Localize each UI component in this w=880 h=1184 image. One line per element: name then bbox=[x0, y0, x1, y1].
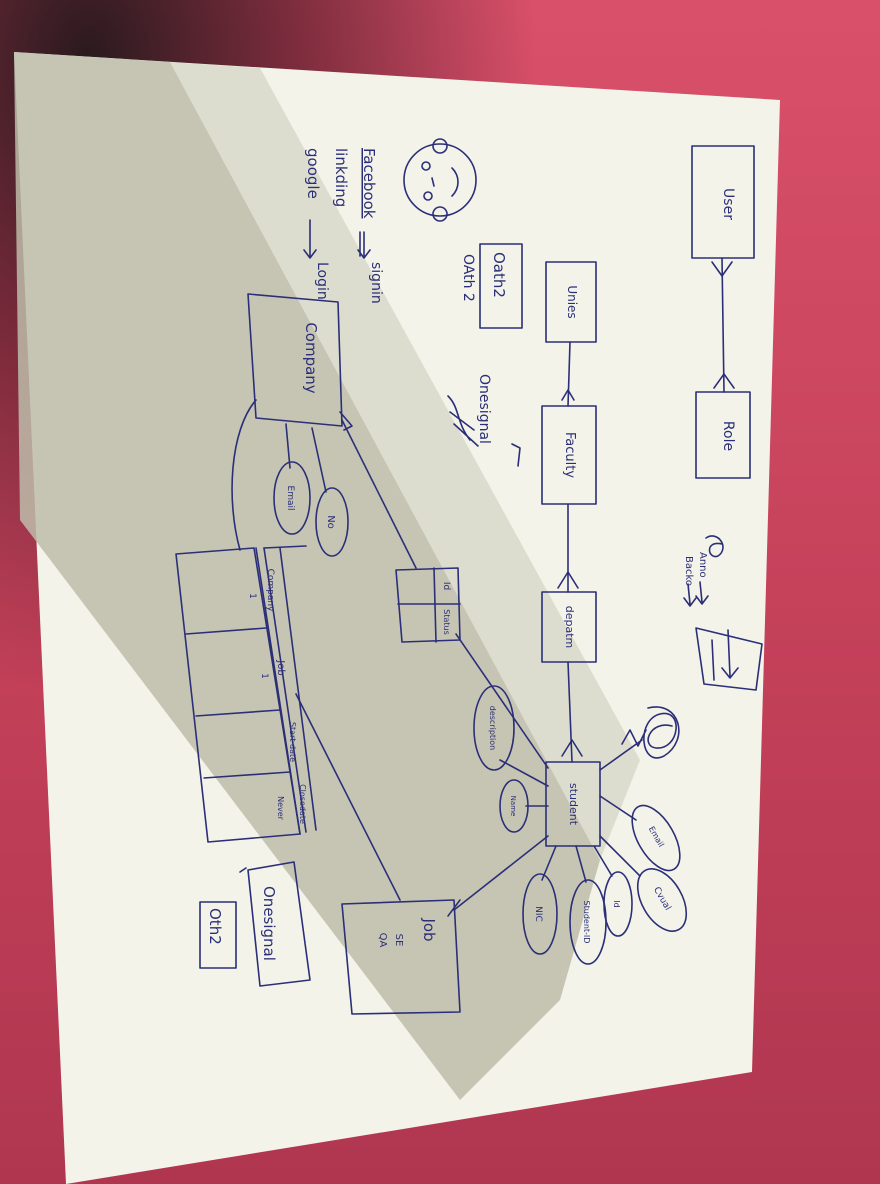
note-oth2-box: Oth2 bbox=[206, 908, 224, 945]
note-signin: signin bbox=[368, 262, 384, 304]
entity-student: student bbox=[545, 761, 601, 847]
small-table: Id Status bbox=[395, 567, 461, 643]
entity-unies-label: Unies bbox=[565, 285, 579, 318]
lower-left-notes: Onesignal Oth2 bbox=[199, 861, 311, 987]
note-onesignal: Onesignal bbox=[476, 374, 492, 444]
note-onesignal-box: Onesignal bbox=[260, 886, 278, 961]
entity-company: Company bbox=[247, 293, 343, 427]
entity-user: User bbox=[691, 145, 755, 259]
face-doodle bbox=[403, 138, 477, 222]
entity-unies: Unies bbox=[545, 261, 597, 343]
company-attr-no: No bbox=[325, 515, 336, 529]
entity-company-label: Company bbox=[302, 322, 320, 393]
note-linkding: linkding bbox=[332, 148, 350, 207]
social-login-notes: Facebook linkding google signin Login bbox=[303, 148, 384, 304]
note-backo: Backo bbox=[683, 556, 694, 586]
entity-department-label: depatm bbox=[563, 606, 576, 649]
oauth-notes: Oath2 OAth 2 Onesignal bbox=[447, 243, 523, 467]
company-attributes: Email No bbox=[273, 461, 349, 557]
note-oauth-box: Oath2 bbox=[490, 252, 508, 298]
arrow-notes: Anno Backo bbox=[683, 535, 763, 691]
big-table-h-job: Job bbox=[275, 659, 286, 675]
student-attr-student-id: Student-ID bbox=[582, 901, 591, 944]
student-attr-id: Id bbox=[612, 900, 621, 907]
big-table: Company Job Start date Closedate 1 1 Nev… bbox=[175, 545, 317, 843]
relationship-lines bbox=[231, 257, 735, 917]
note-anno: Anno bbox=[697, 552, 708, 578]
big-table-h-close: Closedate bbox=[298, 784, 307, 824]
entity-user-label: User bbox=[720, 188, 736, 220]
note-oauth-text: OAth 2 bbox=[460, 254, 476, 302]
entity-job: Job SE QA bbox=[341, 899, 461, 1015]
entity-faculty: Faculty bbox=[541, 405, 597, 505]
entity-student-label: student bbox=[567, 783, 580, 826]
big-table-h-start: Start date bbox=[288, 722, 297, 762]
big-table-h-company: Company bbox=[265, 569, 275, 612]
paper-shadow bbox=[14, 52, 600, 1100]
note-google: google bbox=[304, 148, 322, 199]
entity-role-label: Role bbox=[720, 421, 736, 451]
big-table-r1-job: 1 bbox=[259, 673, 269, 679]
job-attr-se: SE bbox=[393, 934, 404, 947]
small-table-id: Id bbox=[441, 582, 451, 590]
big-table-r1-close: Never bbox=[276, 796, 285, 821]
job-attr-qa: QA bbox=[377, 933, 388, 948]
student-attributes: Name NIC Student-ID Id Cvual Email bbox=[499, 779, 688, 965]
big-table-r1-company: 1 bbox=[247, 593, 257, 599]
note-facebook: Facebook bbox=[360, 148, 378, 219]
student-attr-nic: NIC bbox=[533, 906, 543, 922]
department-attributes: description bbox=[473, 685, 515, 771]
entity-faculty-label: Faculty bbox=[562, 432, 577, 478]
company-attr-email: Email bbox=[285, 486, 295, 511]
dept-attr-description: description bbox=[488, 706, 497, 750]
entity-role: Role bbox=[695, 391, 751, 479]
entity-job-label: Job bbox=[420, 917, 438, 941]
scribble-mark bbox=[621, 706, 680, 759]
entity-department: depatm bbox=[541, 591, 597, 663]
small-table-status: Status bbox=[442, 609, 451, 635]
student-attr-name: Name bbox=[509, 796, 517, 817]
note-login: Login bbox=[314, 262, 330, 300]
